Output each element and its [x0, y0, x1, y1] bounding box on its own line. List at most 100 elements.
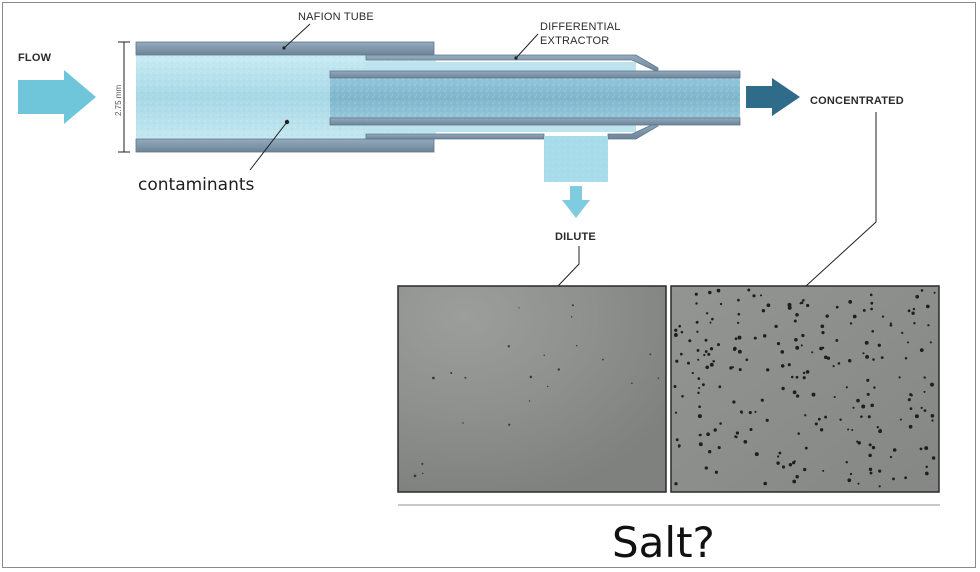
particle	[680, 330, 684, 334]
particle	[708, 450, 712, 454]
particle	[931, 456, 936, 460]
particle	[924, 446, 929, 451]
particle	[913, 322, 916, 325]
particle	[450, 371, 453, 375]
particle	[575, 344, 578, 347]
particle	[915, 294, 920, 299]
particle	[753, 336, 757, 340]
particle	[691, 371, 694, 375]
differential-extractor-label-line2: EXTRACTOR	[540, 35, 609, 47]
particle	[688, 339, 692, 343]
particle	[870, 301, 874, 305]
particle	[826, 356, 831, 360]
nafion-tube-label: NAFION TUBE	[298, 11, 374, 23]
particle	[729, 366, 733, 370]
particle	[802, 376, 806, 380]
particle	[804, 414, 807, 417]
particle	[923, 409, 927, 412]
particle	[704, 338, 708, 342]
particle	[910, 393, 913, 397]
particle	[866, 378, 870, 382]
particle	[717, 446, 721, 450]
particle	[825, 314, 829, 318]
particle	[876, 426, 879, 429]
particle	[776, 461, 780, 465]
particle	[920, 406, 923, 410]
particle	[707, 352, 711, 356]
particle	[706, 432, 710, 437]
particle	[889, 455, 893, 459]
particle	[713, 428, 717, 432]
particle	[889, 323, 893, 327]
particle	[709, 321, 712, 324]
particle	[679, 352, 683, 356]
particle	[657, 377, 660, 379]
particle	[906, 341, 910, 344]
particle	[697, 358, 700, 361]
particle	[919, 447, 923, 451]
particle	[734, 435, 737, 438]
concentrated-micrograph	[670, 285, 940, 493]
particle	[421, 462, 424, 466]
particle	[904, 476, 907, 480]
particle	[701, 383, 705, 387]
particle	[920, 289, 924, 292]
particle	[800, 344, 803, 347]
particle	[819, 346, 823, 351]
particle	[822, 469, 825, 472]
particle	[754, 452, 759, 457]
particle	[847, 428, 850, 431]
particle	[737, 312, 741, 316]
particle	[673, 385, 677, 388]
particle	[835, 305, 839, 309]
particle	[878, 469, 882, 473]
particle	[696, 348, 700, 352]
particle	[745, 358, 749, 362]
particle	[847, 359, 852, 363]
particle	[877, 343, 881, 347]
particle	[704, 466, 708, 470]
particle	[781, 386, 785, 391]
particle	[570, 316, 573, 318]
particle	[814, 422, 818, 426]
dilute-particles	[413, 304, 660, 478]
particle	[675, 438, 679, 442]
particle	[777, 455, 780, 458]
particle	[790, 375, 794, 379]
particle	[870, 307, 873, 311]
particle	[857, 441, 861, 445]
particle	[734, 337, 738, 341]
particle	[787, 305, 792, 310]
particle	[811, 351, 814, 354]
particle	[766, 368, 770, 372]
particle	[714, 470, 719, 474]
particle	[731, 366, 735, 369]
particle	[911, 311, 915, 315]
particle	[518, 307, 520, 309]
particle	[697, 377, 701, 380]
particle	[867, 415, 871, 419]
particle	[845, 460, 848, 464]
particle	[737, 349, 742, 354]
particle	[795, 375, 799, 379]
particle	[698, 442, 703, 447]
particle	[862, 308, 866, 312]
particle	[909, 407, 913, 410]
particle	[421, 472, 424, 475]
particle	[718, 385, 722, 389]
particle	[413, 474, 417, 478]
concentrated-leader-line	[805, 112, 877, 287]
particle	[711, 317, 714, 321]
particle	[820, 324, 825, 329]
particle	[802, 299, 805, 302]
particle	[507, 345, 511, 348]
particle	[931, 419, 934, 422]
particle	[528, 400, 531, 402]
particle	[852, 406, 855, 409]
particle	[847, 478, 852, 483]
particle	[806, 303, 810, 308]
particle	[735, 431, 740, 435]
particle	[677, 445, 681, 448]
particle	[432, 376, 435, 380]
particle	[698, 405, 701, 409]
